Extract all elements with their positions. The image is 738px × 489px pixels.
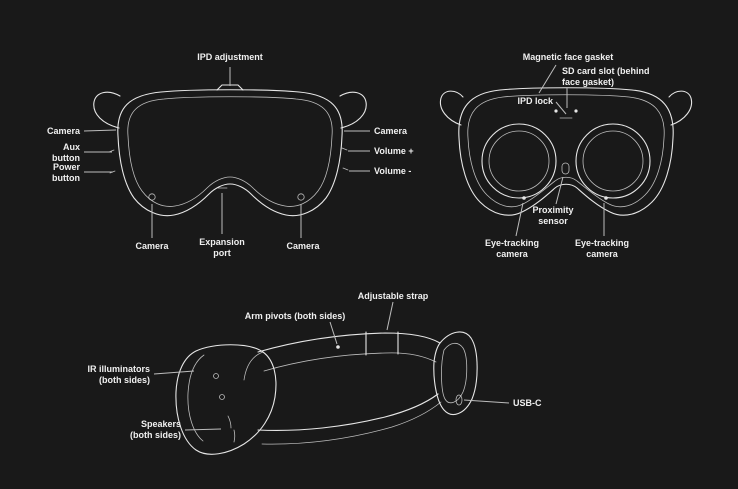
label-adjustable-strap: Adjustable strap (357, 291, 429, 301)
leader-adjustable-strap (386, 301, 394, 331)
label-arm-pivots: Arm pivots (both sides) (244, 311, 346, 321)
rear-lens-left-inner (488, 130, 550, 192)
label-camera-right: Camera (374, 126, 408, 136)
sd-card-slot-icon (574, 109, 578, 113)
ipd-lock-icon (554, 109, 558, 113)
side-visor-outline (175, 344, 277, 455)
lower-strap-band (257, 393, 439, 431)
arm-pivot-icon (336, 345, 340, 349)
eye-tracking-camera-left-icon (522, 196, 526, 200)
upper-strap-band (257, 332, 441, 353)
side-visor-top-edge (243, 351, 264, 381)
ir-illuminator-icon-top (213, 373, 219, 379)
side-view-drawing (175, 331, 478, 455)
upper-strap-band-inner (263, 352, 437, 372)
label-ipd-adjustment: IPD adjustment (197, 52, 263, 62)
front-camera-bottom-left-icon (148, 193, 156, 201)
front-outer-outline (117, 89, 343, 217)
label-ir-illuminators: IR illuminators (both sides) (87, 364, 150, 385)
label-expansion-port: Expansion port (199, 237, 245, 258)
leader-usb-c (463, 399, 510, 404)
label-volume-down: Volume - (374, 166, 412, 176)
rear-view-drawing (439, 87, 693, 216)
lower-strap-band-inner (261, 401, 442, 445)
leader-magnetic-face-gasket (538, 64, 557, 94)
label-camera-left: Camera (46, 126, 80, 136)
rear-lens-left (481, 123, 557, 199)
rear-cradle-outline (433, 331, 478, 415)
label-speakers: Speakers (both sides) (130, 419, 181, 440)
label-aux-button: Aux button (52, 142, 80, 163)
usb-c-port-icon (455, 394, 463, 406)
rear-cradle-inner (441, 342, 468, 404)
face-gasket-outline (467, 94, 665, 208)
label-camera-bottom-right: Camera (286, 241, 320, 251)
leader-camera-left (83, 129, 117, 132)
leader-lines (83, 64, 605, 431)
label-magnetic-face-gasket: Magnetic face gasket (522, 52, 614, 62)
volume-up-button-icon (341, 147, 348, 151)
label-ipd-lock: IPD lock (517, 96, 553, 106)
front-visor-outline (127, 96, 333, 207)
front-strap-left (93, 91, 121, 129)
leader-eye-tracking-left (515, 202, 524, 237)
label-eye-tracking-camera-right: Eye-tracking camera (574, 238, 630, 259)
leader-arm-pivots (329, 321, 338, 345)
side-visor-front-face (187, 354, 205, 442)
rear-lens-right-inner (582, 130, 644, 192)
rear-outer-outline (458, 87, 674, 216)
front-camera-bottom-right-icon (297, 193, 305, 201)
eye-tracking-camera-right-icon (604, 196, 608, 200)
label-eye-tracking-camera-left: Eye-tracking camera (484, 238, 540, 259)
proximity-sensor-icon (561, 162, 570, 175)
leader-ir-illuminators (153, 370, 195, 375)
speaker-slot-icon-top (227, 415, 232, 429)
label-sd-card-slot: SD card slot (behind face gasket) (562, 66, 650, 87)
label-usb-c: USB-C (513, 398, 542, 408)
front-strap-right (339, 91, 367, 129)
ir-illuminator-icon-bottom (219, 394, 225, 400)
label-proximity-sensor: Proximity sensor (532, 205, 574, 226)
label-camera-bottom-left: Camera (135, 241, 169, 251)
speaker-slot-icon-bottom (233, 429, 236, 443)
leader-speakers (184, 428, 222, 431)
label-power-button: Power button (52, 162, 80, 183)
rear-strap-left (439, 90, 464, 126)
leader-proximity-sensor (555, 176, 564, 205)
rear-lens-right (575, 123, 651, 199)
strap-adjuster (365, 331, 399, 356)
label-volume-up: Volume + (374, 146, 414, 156)
leader-ipd-lock (555, 101, 567, 115)
front-view-drawing (93, 84, 367, 217)
volume-down-button-icon (342, 167, 349, 171)
rear-strap-right (668, 90, 693, 126)
